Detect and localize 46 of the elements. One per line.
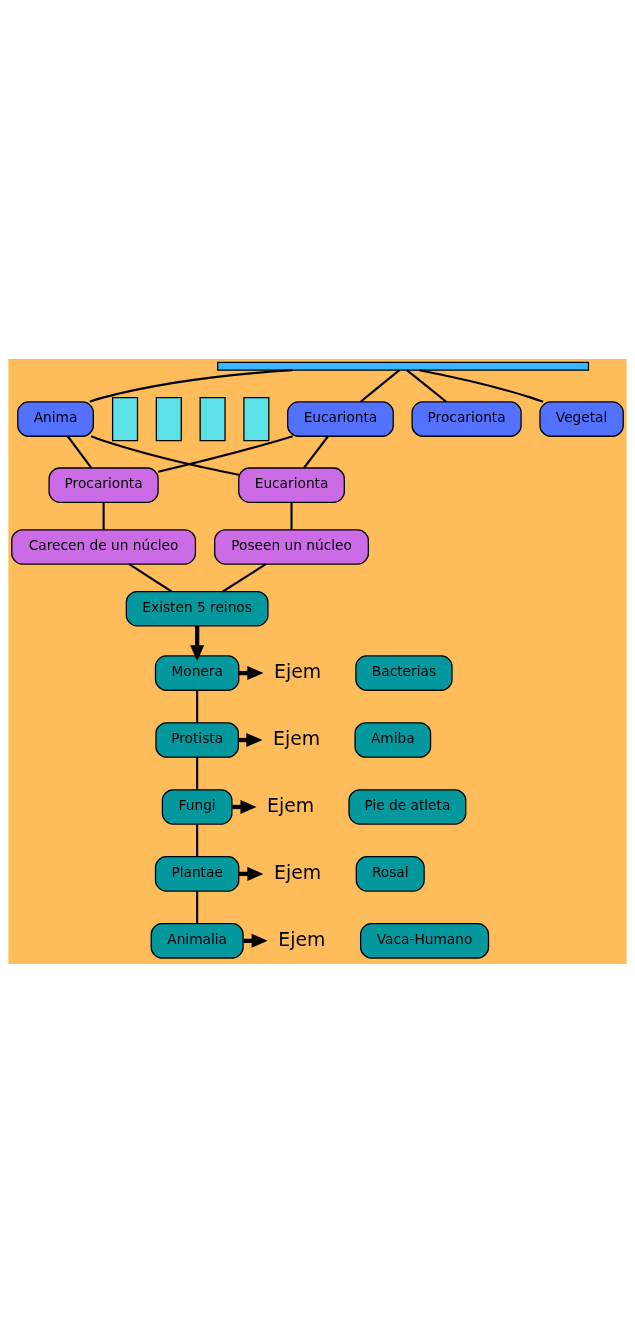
node-box: Procarionta <box>411 400 522 437</box>
connector <box>196 890 199 923</box>
node-box: Protista <box>155 721 239 758</box>
node-box: Eucarionta <box>238 466 345 503</box>
connector <box>406 368 447 403</box>
node-text: Ejem <box>273 860 322 883</box>
arrow <box>190 625 205 661</box>
node-box: Amiba <box>354 721 432 758</box>
node-box <box>155 396 182 441</box>
node-box: Monera <box>154 654 240 691</box>
node-box: Eucarionta <box>287 400 394 437</box>
node-box <box>111 396 139 441</box>
node-box: Pie de atleta <box>348 788 467 825</box>
connector <box>67 435 93 468</box>
node-text: Ejem <box>278 927 326 950</box>
node-box: Fungi <box>161 788 233 825</box>
connector <box>419 368 544 403</box>
connector <box>290 501 293 530</box>
node-box: Poseen un núcleo <box>214 528 369 565</box>
node-box: Existen 5 reinos <box>125 590 269 627</box>
connector <box>222 562 267 592</box>
connector <box>158 434 293 473</box>
node-text: Ejem <box>273 659 322 682</box>
connector <box>196 689 199 723</box>
connector <box>90 434 239 476</box>
connector <box>303 435 329 468</box>
node-text: Ejem <box>267 793 315 816</box>
node-bar <box>217 361 590 371</box>
node-box: Bacterias <box>355 654 453 691</box>
connector <box>196 823 199 857</box>
node-box: Rosal <box>355 855 425 892</box>
node-box: Anima <box>17 400 94 437</box>
node-box: Animalia <box>150 922 244 959</box>
node-box: Carecen de un núcleo <box>11 528 197 565</box>
connector <box>359 368 401 403</box>
node-box: Plantae <box>154 855 240 892</box>
node-box <box>243 396 270 441</box>
connector <box>128 562 173 592</box>
node-box <box>199 396 226 441</box>
node-box: Vaca-Humano <box>359 922 490 959</box>
node-box: Procarionta <box>48 466 159 503</box>
connector <box>196 756 199 790</box>
connector <box>102 501 105 530</box>
node-text: Ejem <box>273 726 321 749</box>
node-box: Vegetal <box>539 400 624 437</box>
connector <box>89 368 293 403</box>
